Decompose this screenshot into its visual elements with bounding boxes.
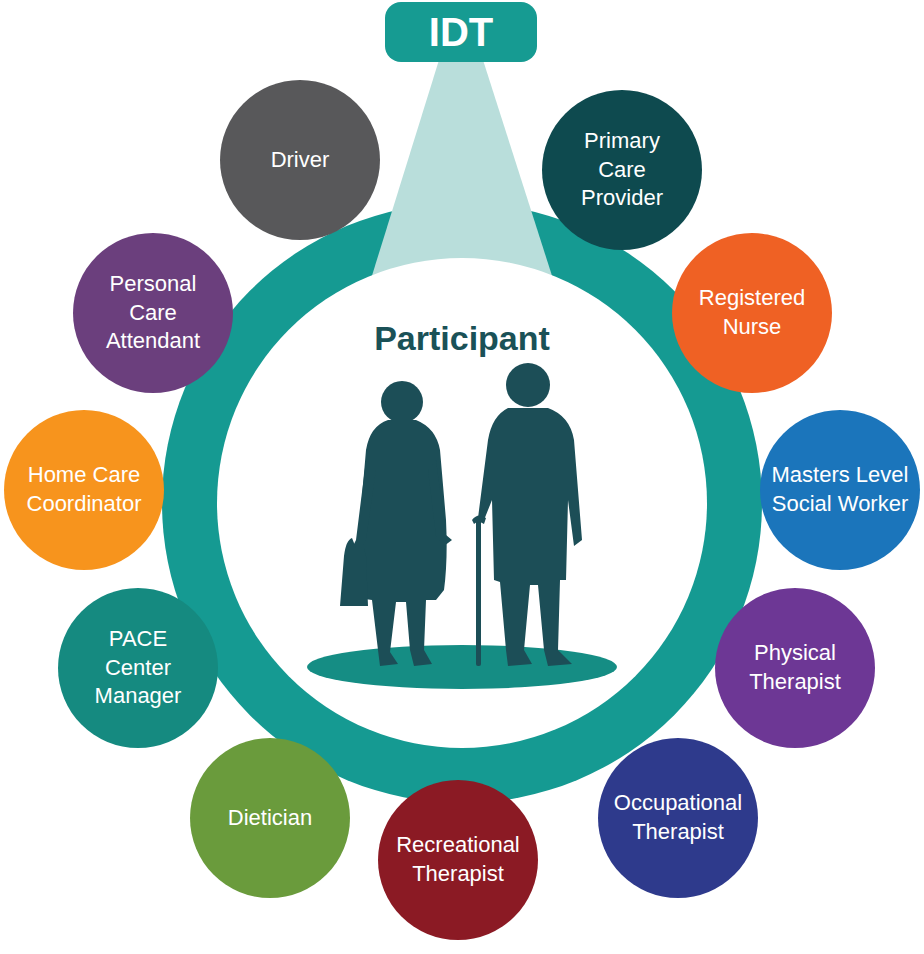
circle-shape <box>672 233 832 393</box>
circle-shape <box>73 233 233 393</box>
participant-label: Participant <box>312 316 612 360</box>
role-circle: Occupational Therapist <box>598 738 758 898</box>
circle-shape <box>58 588 218 748</box>
role-circle: PACE Center Manager <box>58 588 218 748</box>
role-label: Masters Level Social Worker <box>770 461 910 518</box>
role-label: Registered Nurse <box>687 284 817 341</box>
man-figure <box>472 363 582 666</box>
role-label: PACE Center Manager <box>76 625 201 711</box>
participant-circle: Participant <box>217 258 707 748</box>
role-circle: Home Care Coordinator <box>4 410 164 570</box>
team-label: IDT <box>391 6 531 58</box>
circle-shape <box>217 258 707 748</box>
role-circle: Registered Nurse <box>672 233 832 393</box>
role-label: Home Care Coordinator <box>12 461 157 518</box>
woman-figure <box>340 381 452 666</box>
circle-shape <box>378 780 538 940</box>
role-label: Occupational Therapist <box>606 789 751 846</box>
role-circle: Primary Care Provider <box>542 90 702 250</box>
role-circle: Masters Level Social Worker <box>760 410 920 570</box>
circle-shape <box>4 410 164 570</box>
ground-shadow <box>307 645 617 689</box>
circle-shape <box>760 410 920 570</box>
role-circle: Personal Care Attendant <box>73 233 233 393</box>
beam-connector <box>370 60 554 282</box>
circle-shape <box>220 80 380 240</box>
role-circle: Recreational Therapist <box>378 780 538 940</box>
role-label: Physical Therapist <box>730 639 860 696</box>
team-label-box: IDT <box>385 2 537 62</box>
circle-shape <box>598 738 758 898</box>
role-label: Dietician <box>200 804 340 833</box>
circle-shape <box>672 233 832 393</box>
role-circle: Physical Therapist <box>715 588 875 748</box>
ring-band <box>162 203 762 803</box>
role-circle: Driver <box>220 80 380 240</box>
circle-shape <box>598 738 758 898</box>
circle-shape <box>4 410 164 570</box>
circle-shape <box>760 410 920 570</box>
role-label: Recreational Therapist <box>386 831 531 888</box>
role-circle: Dietician <box>190 738 350 898</box>
circle-shape <box>715 588 875 748</box>
role-label: Driver <box>235 146 365 175</box>
circle-shape <box>542 90 702 250</box>
circle-shape <box>190 738 350 898</box>
role-label: Personal Care Attendant <box>88 270 218 356</box>
circle-shape <box>715 588 875 748</box>
role-label: Primary Care Provider <box>567 127 677 213</box>
circle-shape <box>378 780 538 940</box>
